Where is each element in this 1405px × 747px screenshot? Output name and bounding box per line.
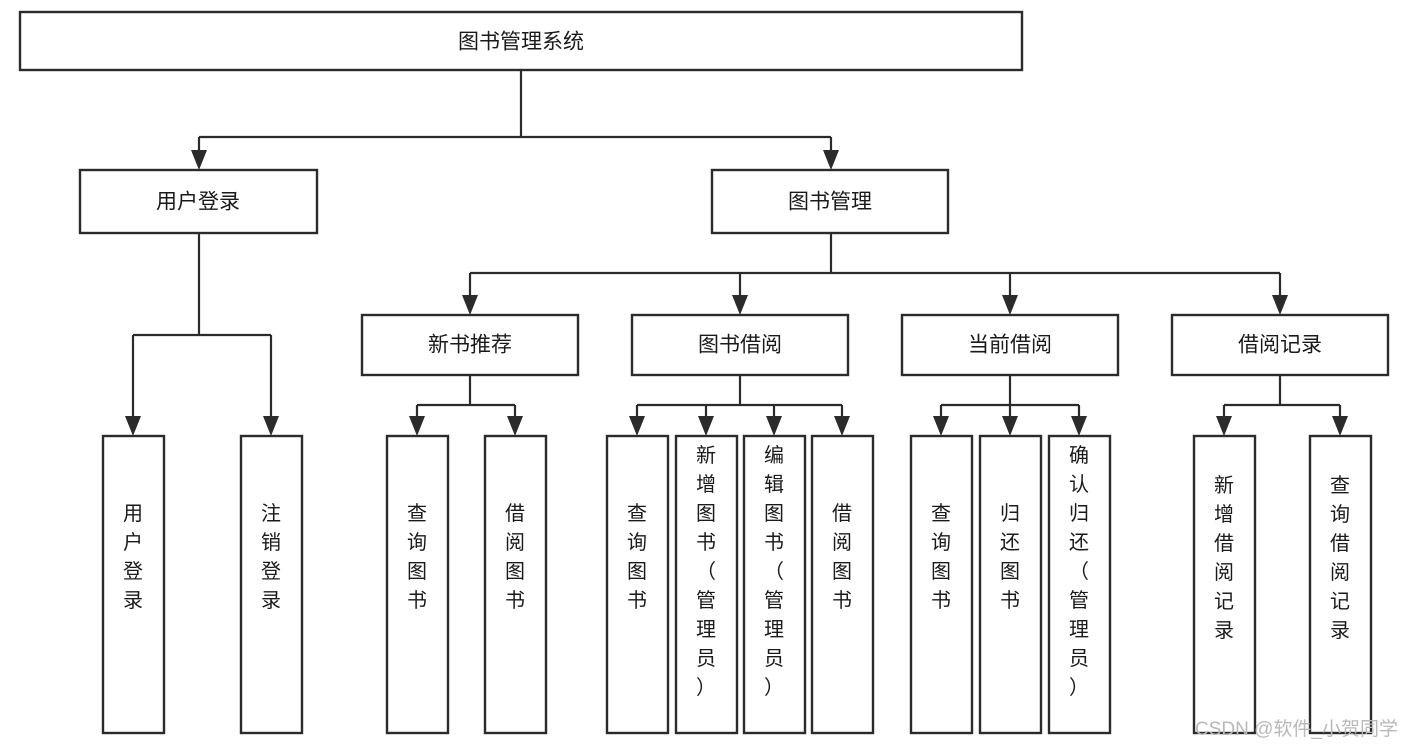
leaf-query-book-bb[interactable]: 查询图书 xyxy=(605,434,670,735)
arrow-to-leaf-query-book-bb xyxy=(629,416,645,436)
arrow-to-leaf-return-book xyxy=(1002,416,1018,436)
leaf-user-login[interactable]: 用户登录 xyxy=(101,434,166,735)
leaf-query-book-cb-box[interactable] xyxy=(909,434,974,735)
connector-user-login-bus xyxy=(131,233,273,417)
arrow-to-leaf-query-book-rec xyxy=(409,416,425,436)
node-new-book-recommend-box[interactable] xyxy=(360,313,580,377)
arrow-to-leaf-confirm-return xyxy=(1071,416,1087,436)
leaf-query-book-cb[interactable]: 查询图书 xyxy=(909,434,974,735)
arrow-to-borrow-record xyxy=(1272,295,1288,315)
connector-layer xyxy=(125,70,1348,436)
connector-current-borrow-bus xyxy=(939,375,1081,417)
node-user-login-box[interactable] xyxy=(78,168,319,235)
node-root-label: 图书管理系统 xyxy=(458,31,584,54)
leaf-return-book-label: 归还图书 xyxy=(1000,502,1020,612)
node-borrow-record[interactable]: 借阅记录 xyxy=(1170,313,1390,377)
leaf-borrow-book-bb-box[interactable] xyxy=(810,434,875,735)
leaf-query-record-label: 查询借阅记录 xyxy=(1330,474,1350,642)
arrow-to-book-borrow xyxy=(732,295,748,315)
leaf-add-book-label: 新增图书（管理员） xyxy=(696,444,716,699)
node-borrow-record-label: 借阅记录 xyxy=(1238,334,1322,357)
connector-new-book-recommend-bus xyxy=(415,375,517,417)
arrow-to-leaf-add-record xyxy=(1216,416,1232,436)
leaf-query-book-bb-box[interactable] xyxy=(605,434,670,735)
node-book-borrow[interactable]: 图书借阅 xyxy=(630,313,850,377)
node-user-login-label: 用户登录 xyxy=(156,191,240,214)
arrow-to-user-login xyxy=(191,150,207,170)
leaf-confirm-return[interactable]: 确认归还（管理员） xyxy=(1047,434,1112,735)
node-book-borrow-label: 图书借阅 xyxy=(698,334,782,357)
node-book-manage-box[interactable] xyxy=(710,168,950,235)
leaf-query-record-box[interactable] xyxy=(1308,434,1373,735)
arrow-to-book-manage xyxy=(823,150,839,170)
leaf-borrow-book-bb[interactable]: 借阅图书 xyxy=(810,434,875,735)
leaf-logout[interactable]: 注销登录 xyxy=(239,434,304,735)
leaf-user-login-label: 用户登录 xyxy=(123,503,143,612)
node-current-borrow-label: 当前借阅 xyxy=(968,334,1052,357)
connector-root-bus xyxy=(197,70,833,152)
node-book-borrow-box[interactable] xyxy=(630,313,850,377)
leaf-query-book-rec-box[interactable] xyxy=(385,434,450,735)
node-current-borrow[interactable]: 当前借阅 xyxy=(900,313,1120,377)
leaf-edit-book-box[interactable] xyxy=(742,434,807,735)
arrow-to-leaf-add-book xyxy=(698,416,714,436)
arrow-to-new-book-recommend xyxy=(462,295,478,315)
leaf-confirm-return-box[interactable] xyxy=(1047,434,1112,735)
arrow-to-leaf-edit-book xyxy=(766,416,782,436)
node-root[interactable]: 图书管理系统 xyxy=(18,10,1024,72)
leaf-add-book-box[interactable] xyxy=(674,434,739,735)
arrow-to-leaf-query-record xyxy=(1332,416,1348,436)
leaf-add-record-label: 新增借阅记录 xyxy=(1214,474,1234,642)
node-user-login[interactable]: 用户登录 xyxy=(78,168,319,235)
node-current-borrow-box[interactable] xyxy=(900,313,1120,377)
leaf-borrow-book-bb-label: 借阅图书 xyxy=(832,502,852,612)
leaf-add-book[interactable]: 新增图书（管理员） xyxy=(674,434,739,735)
leaf-query-record[interactable]: 查询借阅记录 xyxy=(1308,434,1373,735)
connector-borrow-record-bus xyxy=(1222,375,1342,417)
leaf-confirm-return-label: 确认归还（管理员） xyxy=(1069,444,1089,699)
leaf-borrow-book-rec-label: 借阅图书 xyxy=(505,502,525,612)
leaf-borrow-book-rec[interactable]: 借阅图书 xyxy=(483,434,548,735)
leaf-user-login-box[interactable] xyxy=(101,434,166,735)
arrow-to-leaf-logout xyxy=(263,416,279,436)
node-new-book-recommend-label: 新书推荐 xyxy=(428,334,512,357)
node-book-manage-label: 图书管理 xyxy=(788,191,872,214)
node-book-manage[interactable]: 图书管理 xyxy=(710,168,950,235)
arrow-to-current-borrow xyxy=(1002,295,1018,315)
node-borrow-record-box[interactable] xyxy=(1170,313,1390,377)
arrow-to-leaf-query-book-cb xyxy=(933,416,949,436)
node-new-book-recommend[interactable]: 新书推荐 xyxy=(360,313,580,377)
leaf-query-book-rec-label: 查询图书 xyxy=(407,502,427,612)
leaf-query-book-rec[interactable]: 查询图书 xyxy=(385,434,450,735)
leaf-return-book[interactable]: 归还图书 xyxy=(978,434,1043,735)
leaf-add-record-box[interactable] xyxy=(1192,434,1257,735)
connector-book-borrow-bus xyxy=(635,375,844,417)
leaf-add-record[interactable]: 新增借阅记录 xyxy=(1192,434,1257,735)
arrow-to-leaf-borrow-book-rec xyxy=(507,416,523,436)
leaf-logout-label: 注销登录 xyxy=(261,502,281,612)
leaf-logout-box[interactable] xyxy=(239,434,304,735)
leaf-query-book-bb-label: 查询图书 xyxy=(627,502,647,612)
leaf-edit-book-label: 编辑图书（管理员） xyxy=(764,444,784,699)
csdn-watermark: CSDN @软件_小贺同学 xyxy=(1195,718,1398,740)
leaf-query-book-cb-label: 查询图书 xyxy=(931,502,951,612)
arrow-to-leaf-user-login xyxy=(125,416,141,436)
connector-book-manage-bus xyxy=(468,233,1282,296)
leaf-edit-book[interactable]: 编辑图书（管理员） xyxy=(742,434,807,735)
leaf-return-book-box[interactable] xyxy=(978,434,1043,735)
arrow-to-leaf-borrow-book-bb xyxy=(834,416,850,436)
leaf-borrow-book-rec-box[interactable] xyxy=(483,434,548,735)
node-root-box[interactable] xyxy=(18,10,1024,72)
